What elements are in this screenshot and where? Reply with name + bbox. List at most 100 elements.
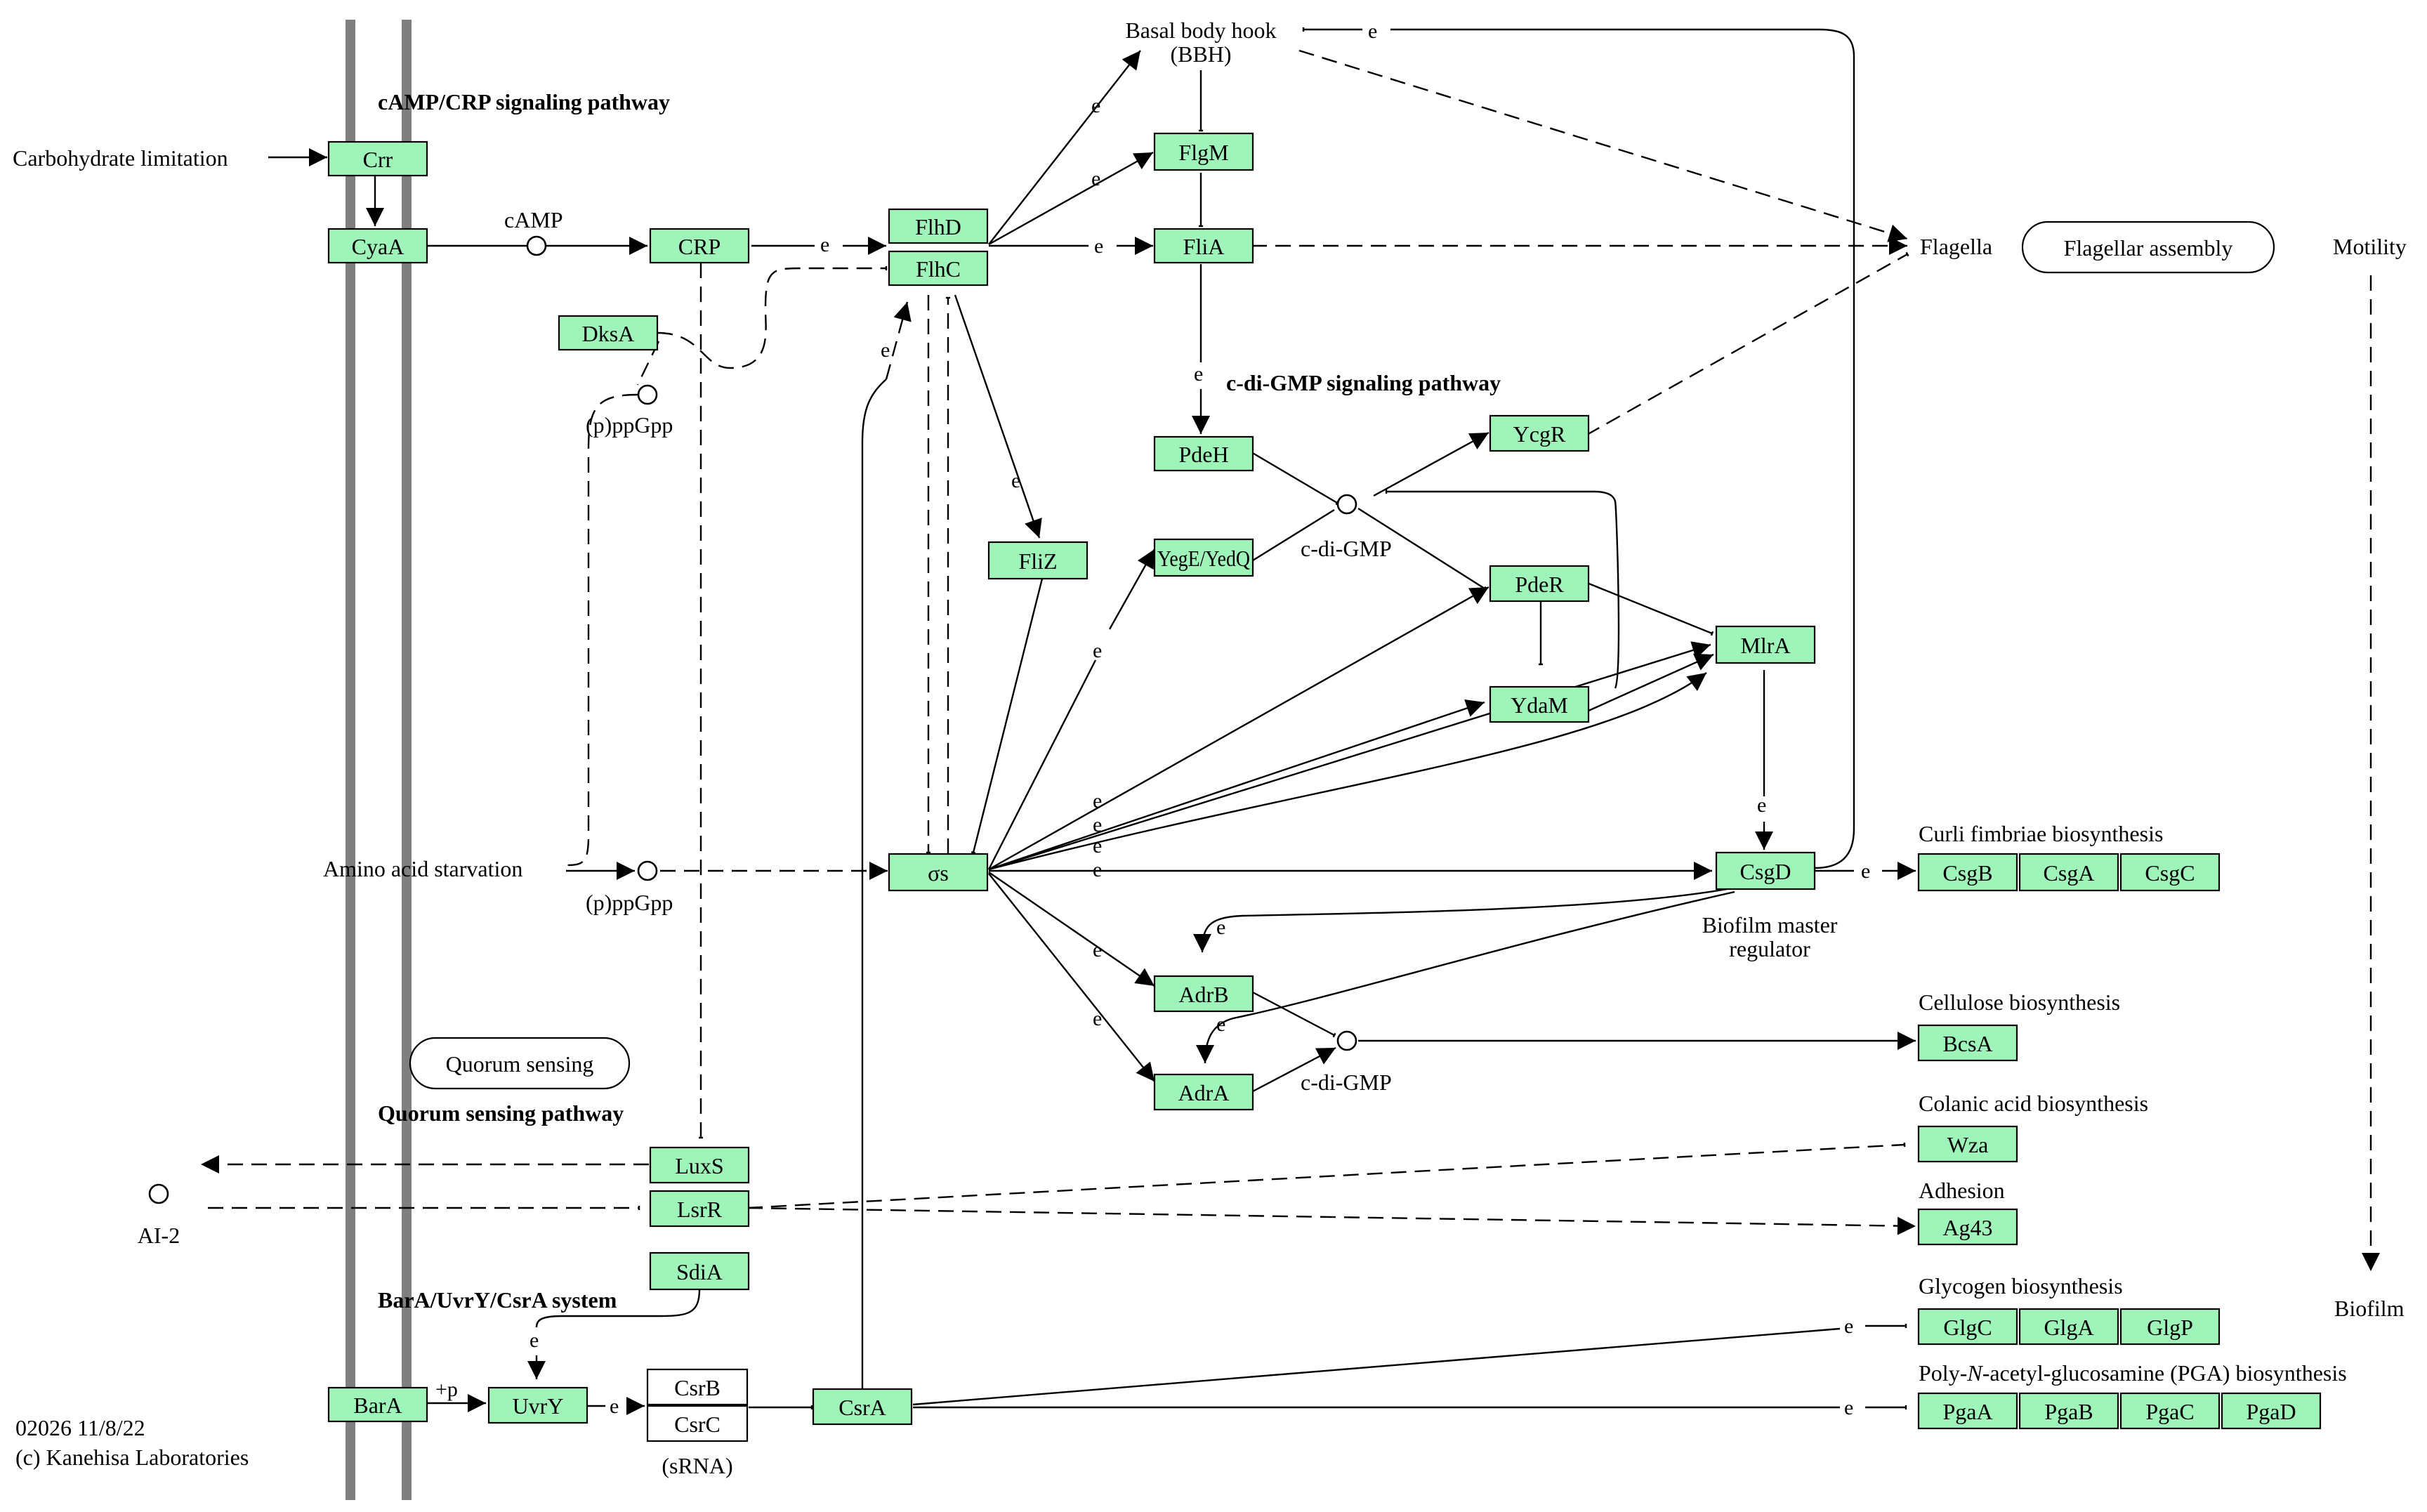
gene-glgp[interactable]: GlgP (2119, 1308, 2221, 1346)
gene-label: FlhD (915, 214, 961, 239)
gene-sdia[interactable]: SdiA (649, 1251, 750, 1291)
e-mark: e (1844, 1315, 1853, 1338)
gene-ycgr[interactable]: YcgR (1489, 414, 1590, 452)
gene-label: UvrY (513, 1393, 564, 1419)
label-carbohydrate-limitation: Carbohydrate limitation (13, 145, 228, 171)
gene-bara[interactable]: BarA (327, 1386, 428, 1423)
gene-csgb[interactable]: CsgB (1917, 853, 2018, 892)
rna-label: CsrB (674, 1375, 721, 1400)
gene-label: BarA (353, 1393, 402, 1418)
label-cellulose: Cellulose biosynthesis (1919, 990, 2120, 1015)
gene-glgc[interactable]: GlgC (1917, 1308, 2018, 1346)
ppgpp-compound-lower[interactable] (637, 860, 658, 881)
gene-label: PdeR (1515, 572, 1564, 597)
ai2-compound[interactable] (148, 1183, 169, 1204)
rna-label: CsrC (674, 1412, 721, 1437)
e-mark: e (1091, 167, 1100, 190)
e-mark: e (1094, 235, 1103, 258)
gene-label: CsgA (2044, 860, 2095, 886)
gene-fliz[interactable]: FliZ (987, 541, 1088, 580)
gene-label: DksA (582, 321, 635, 346)
label-regulator: regulator (1729, 936, 1810, 961)
gene-label: YdaM (1511, 692, 1568, 718)
label-motility: Motility (2333, 234, 2407, 259)
gene-wza[interactable]: Wza (1917, 1125, 2018, 1163)
gene-pdeh[interactable]: PdeH (1153, 435, 1254, 472)
gene-label: CRP (678, 234, 721, 259)
gene-dksa[interactable]: DksA (558, 315, 659, 351)
srna-label: (sRNA) (662, 1453, 732, 1478)
label-basal-body-hook: Basal body hook (1125, 18, 1276, 43)
label-glycogen: Glycogen biosynthesis (1919, 1273, 2123, 1299)
gene-label: CsrA (838, 1395, 886, 1420)
e-mark: e (881, 338, 890, 362)
gene-label: GlgC (1943, 1315, 1992, 1340)
gene-cyaa[interactable]: CyaA (327, 228, 428, 264)
gene-label: Ag43 (1942, 1215, 1992, 1240)
gene-pgad[interactable]: PgaD (2221, 1392, 2322, 1430)
map-flagellar-assembly[interactable]: Flagellar assembly (2021, 221, 2275, 274)
gene-adra[interactable]: AdrA (1153, 1073, 1254, 1111)
gene-label: LuxS (675, 1153, 723, 1178)
ppgpp-compound-upper[interactable] (637, 384, 658, 405)
gene-label: CsgD (1740, 859, 1791, 884)
camp-compound[interactable] (526, 235, 547, 256)
rna-csrb[interactable]: CsrB (646, 1368, 749, 1406)
gene-uvry[interactable]: UvrY (487, 1386, 588, 1424)
gene-flhd[interactable]: FlhD (888, 208, 989, 244)
gene-glga[interactable]: GlgA (2018, 1308, 2119, 1346)
e-mark: e (1011, 469, 1020, 492)
cdigmp-compound-lower[interactable] (1336, 1030, 1357, 1051)
gene-label: MlrA (1740, 633, 1790, 658)
gene-pgab[interactable]: PgaB (2018, 1392, 2119, 1430)
e-mark: e (1194, 362, 1203, 386)
e-mark: e (1093, 834, 1102, 857)
gene-lsrr[interactable]: LsrR (649, 1190, 750, 1228)
e-mark: e (1757, 794, 1766, 817)
header-cdigmp: c-di-GMP signaling pathway (1226, 370, 1501, 395)
gene-pder[interactable]: PdeR (1489, 565, 1590, 603)
label-biofilm-master: Biofilm master (1702, 912, 1838, 938)
gene-label: Wza (1947, 1132, 1989, 1157)
gene-luxs[interactable]: LuxS (649, 1146, 750, 1184)
gene-label: σs (928, 860, 949, 886)
gene-label: PdeH (1178, 442, 1228, 467)
label-phospho: +p (435, 1378, 458, 1401)
gene-yege-yedq[interactable]: YegE/YedQ (1153, 538, 1254, 577)
gene-label: Crr (363, 147, 393, 172)
gene-label: AdrA (1178, 1080, 1230, 1105)
gene-flia[interactable]: FliA (1153, 228, 1254, 264)
edges (201, 27, 2380, 1415)
gene-csga[interactable]: CsgA (2018, 853, 2119, 892)
cdigmp-compound-upper[interactable] (1336, 494, 1357, 515)
gene-csgd[interactable]: CsgD (1715, 851, 1816, 890)
label-camp: cAMP (504, 207, 563, 232)
gene-mlra[interactable]: MlrA (1715, 625, 1816, 664)
gene-sigma-s[interactable]: σs (888, 853, 989, 892)
map-quorum-sensing[interactable]: Quorum sensing (409, 1037, 631, 1090)
expression-marks: e e e e e e e e e e e e e e e e e e e e … (530, 20, 1870, 1419)
gene-flhc[interactable]: FlhC (888, 250, 989, 287)
gene-label: PgaA (1942, 1399, 1992, 1424)
gene-crr[interactable]: Crr (327, 140, 428, 177)
gene-flgm[interactable]: FlgM (1153, 132, 1254, 171)
gene-label: FliZ (1018, 548, 1057, 574)
gene-ydam[interactable]: YdaM (1489, 685, 1590, 723)
gene-pgac[interactable]: PgaC (2119, 1392, 2221, 1430)
e-mark: e (1216, 1013, 1225, 1036)
gene-label: GlgP (2147, 1315, 2193, 1340)
label-ai2: AI-2 (138, 1223, 180, 1248)
gene-pgaa[interactable]: PgaA (1917, 1392, 2018, 1430)
gene-csra[interactable]: CsrA (812, 1388, 913, 1426)
gene-ag43[interactable]: Ag43 (1917, 1208, 2018, 1246)
gene-adrb[interactable]: AdrB (1153, 975, 1254, 1013)
gene-csgc[interactable]: CsgC (2119, 853, 2221, 892)
rna-csrc[interactable]: CsrC (646, 1405, 749, 1442)
gene-label: LsrR (677, 1197, 723, 1222)
gene-bcsa[interactable]: BcsA (1917, 1024, 2018, 1062)
gene-label: CsgC (2145, 860, 2195, 886)
gene-crp[interactable]: CRP (649, 228, 750, 264)
header-camp-crp: cAMP/CRP signaling pathway (378, 89, 670, 114)
gene-label: SdiA (676, 1259, 723, 1284)
